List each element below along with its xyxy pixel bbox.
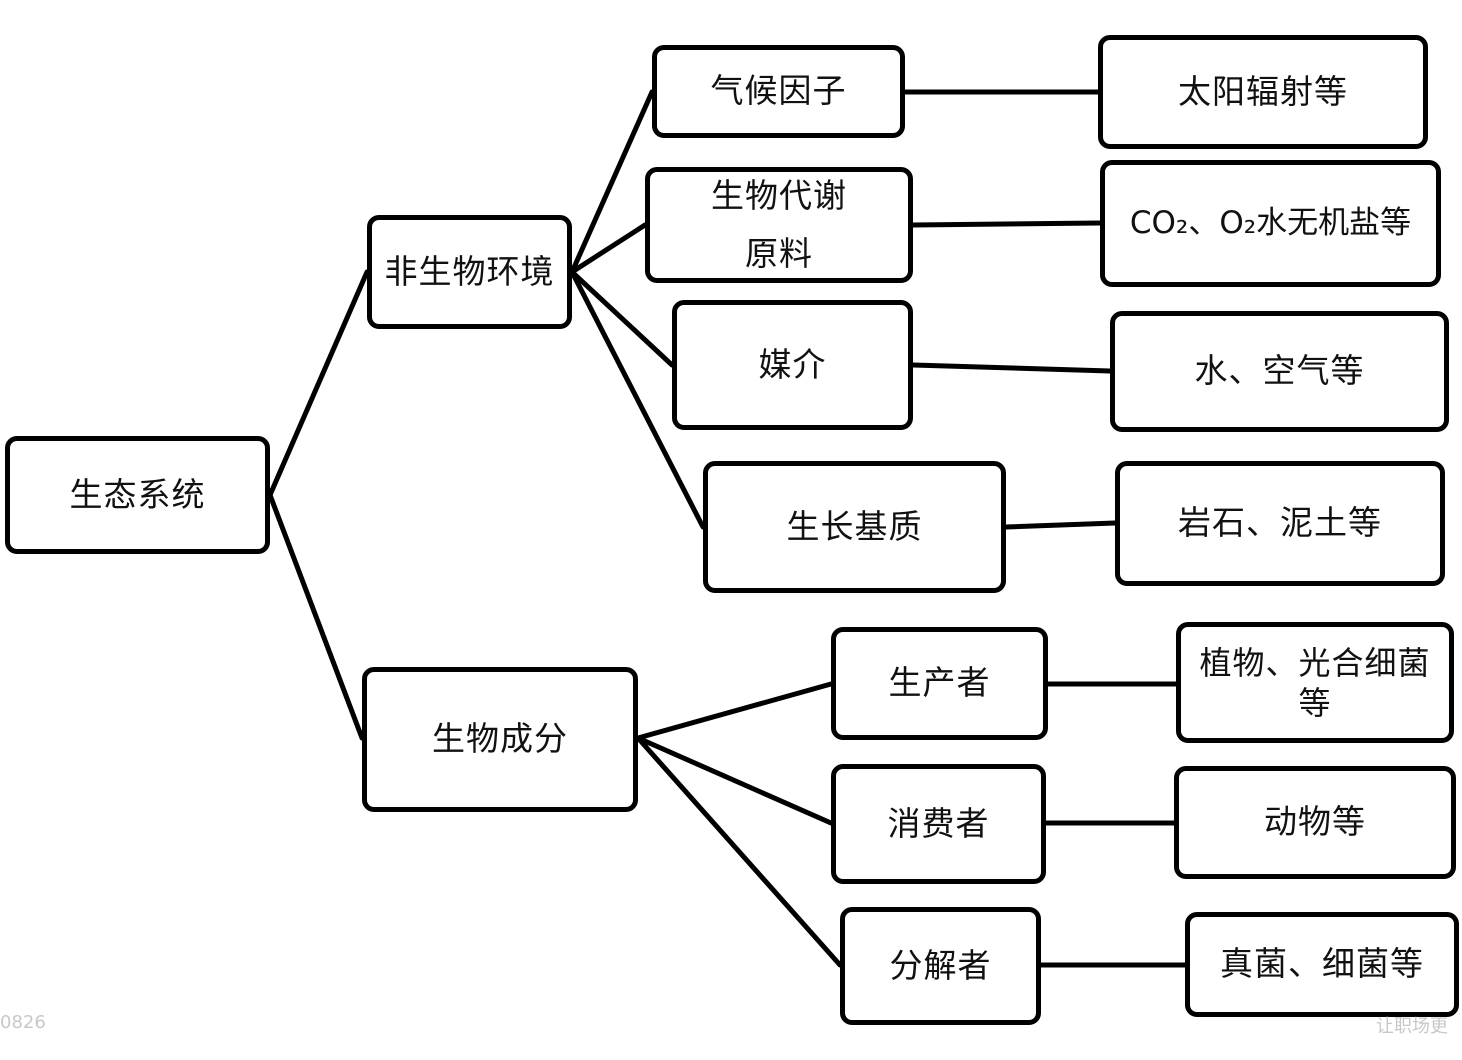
node-decomposer-examples-label: 真菌、细菌等 [1220, 944, 1424, 984]
node-climate-factors-label: 气候因子 [710, 71, 847, 111]
node-decomposer-examples: 真菌、细菌等 [1185, 912, 1459, 1017]
line-abiotic-medium [569, 269, 675, 368]
line-substrate-ex [1003, 520, 1118, 530]
line-biotic-consumer [635, 735, 834, 826]
line-biotic-producer [635, 681, 834, 741]
line-metabolism-ex [910, 220, 1103, 228]
node-metabolic-materials-line1: 生物代谢 [711, 176, 847, 216]
node-producers: 生产者 [831, 627, 1048, 740]
node-biotic-components-label: 生物成分 [432, 719, 568, 759]
node-producer-examples-line1: 植物、光合细菌 [1199, 643, 1431, 682]
node-ecosystem-label: 生态系统 [69, 474, 206, 514]
node-substrate-examples-label: 岩石、泥土等 [1178, 503, 1382, 543]
node-consumers-label: 消费者 [887, 803, 990, 843]
line-biotic-decomposer [635, 735, 843, 968]
node-growth-substrate-label: 生长基质 [786, 506, 923, 546]
line-abiotic-climate [569, 89, 655, 275]
node-producers-label: 生产者 [888, 663, 991, 703]
node-consumers: 消费者 [831, 764, 1046, 884]
line-medium-ex [910, 362, 1113, 374]
line-root-abiotic [267, 269, 370, 498]
node-medium-label: 媒介 [758, 344, 827, 384]
node-decomposers-label: 分解者 [889, 945, 992, 985]
node-medium-examples-label: 水、空气等 [1194, 351, 1365, 391]
node-metabolism-examples-label: CO₂、O₂水无机盐等 [1129, 205, 1412, 242]
node-metabolic-materials: 生物代谢 原料 [645, 167, 913, 283]
node-climate-factors: 气候因子 [652, 45, 905, 138]
node-biotic-components: 生物成分 [362, 667, 638, 812]
watermark-right: 让职场更 [1376, 1016, 1448, 1037]
node-medium: 媒介 [672, 300, 913, 430]
node-metabolic-materials-line2: 原料 [745, 234, 813, 273]
node-producer-examples: 植物、光合细菌 等 [1176, 622, 1454, 743]
node-growth-substrate: 生长基质 [703, 461, 1006, 593]
node-producer-examples-line2: 等 [1298, 683, 1332, 722]
line-abiotic-substrate [569, 269, 706, 530]
node-ecosystem: 生态系统 [5, 436, 270, 554]
node-consumer-examples-label: 动物等 [1264, 802, 1366, 842]
node-abiotic-environment-label: 非生物环境 [384, 251, 555, 291]
line-abiotic-metabolism [569, 222, 648, 275]
node-consumer-examples: 动物等 [1174, 766, 1456, 879]
node-medium-examples: 水、空气等 [1110, 311, 1449, 432]
node-decomposers: 分解者 [840, 907, 1041, 1025]
line-root-biotic [267, 492, 365, 741]
node-climate-examples-label: 太阳辐射等 [1178, 71, 1348, 111]
node-metabolism-examples: CO₂、O₂水无机盐等 [1100, 160, 1441, 287]
node-substrate-examples: 岩石、泥土等 [1115, 461, 1445, 586]
node-abiotic-environment: 非生物环境 [367, 215, 572, 329]
node-climate-examples: 太阳辐射等 [1098, 35, 1428, 149]
watermark-left: 0826 [0, 1012, 46, 1033]
